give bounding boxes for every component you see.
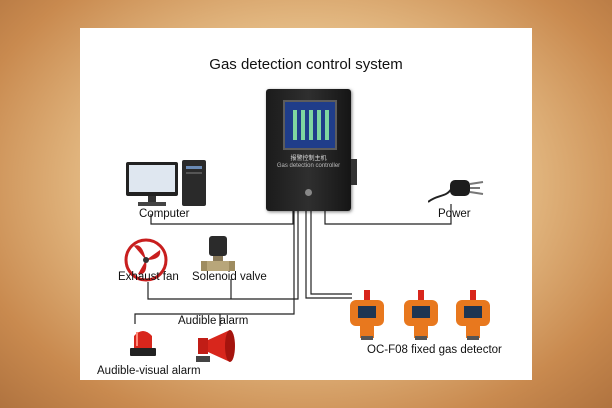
gas-detector-label: OC-F08 fixed gas detector <box>367 344 502 356</box>
solenoid-valve-icon <box>201 236 235 271</box>
audible-visual-alarm-label: Audible-visual alarm <box>97 365 201 377</box>
audible-alarm-label: Audible alarm <box>178 315 249 327</box>
wire-detectors-1 <box>305 211 352 299</box>
wire-detectors-2 <box>310 211 352 295</box>
controller-label-en: Gas detection controller <box>276 163 341 169</box>
wire-alarms <box>134 211 295 324</box>
wire-power <box>324 204 452 225</box>
audible-alarm-horn-icon <box>196 330 235 362</box>
gas-detector-icon-1 <box>350 290 384 340</box>
computer-label: Computer <box>139 208 190 220</box>
gas-detector-icon-3 <box>456 290 490 340</box>
controller-side-port <box>351 159 357 185</box>
controller-screen <box>283 100 337 150</box>
connection-wires <box>134 204 452 326</box>
power-label: Power <box>438 208 471 220</box>
power-plug-icon <box>428 180 484 203</box>
exhaust-fan-icon <box>124 238 168 282</box>
controller-key-icon <box>305 189 312 196</box>
solenoid-valve-label: Solenoid valve <box>192 271 267 283</box>
gas-detection-controller: 报警控制主机 Gas detection controller <box>266 89 357 211</box>
wire-computer <box>150 211 294 225</box>
gas-detector-icon-2 <box>404 290 438 340</box>
diagram-title: Gas detection control system <box>209 56 403 73</box>
diagram-card: Gas detection control system 报警控制主机 <box>80 28 532 380</box>
controller-label-cn: 报警控制主机 <box>290 156 327 162</box>
computer-icon <box>126 160 206 206</box>
exhaust-fan-label: Exhaust fan <box>118 271 179 283</box>
audible-visual-alarm-icon <box>130 331 156 356</box>
wire-fan-valve <box>147 211 299 300</box>
